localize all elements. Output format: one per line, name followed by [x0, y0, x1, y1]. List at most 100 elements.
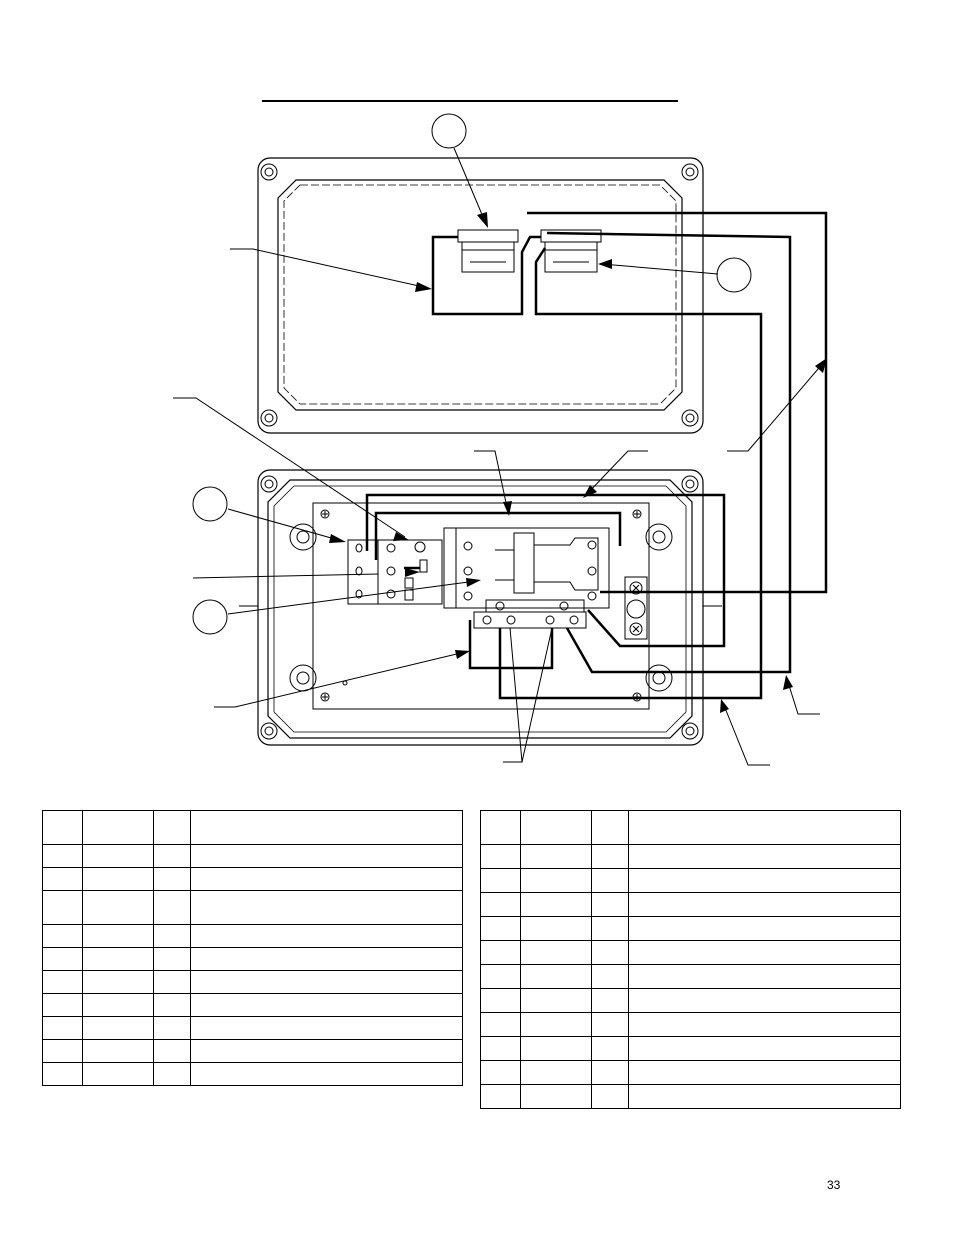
table-cell	[480, 868, 521, 893]
contactor	[443, 527, 610, 609]
parts-table-left	[42, 810, 463, 1086]
table-cell	[591, 1012, 629, 1037]
callout-circle	[431, 113, 467, 149]
table-row	[42, 993, 463, 1017]
cover-screw-icon	[681, 163, 699, 181]
table-cell	[520, 988, 592, 1013]
table-cell	[591, 964, 629, 989]
table-cell	[480, 892, 521, 917]
table-row	[480, 892, 901, 917]
base-wires	[365, 493, 726, 670]
table-cell	[82, 844, 154, 868]
table-cell	[153, 947, 191, 971]
table-cell	[628, 1012, 901, 1037]
leader-lines	[173, 147, 825, 766]
table-cell	[82, 993, 154, 1017]
table-row	[480, 1060, 901, 1085]
table-cell	[520, 1084, 592, 1109]
wiring-diagram	[173, 100, 828, 766]
table-cell	[42, 1039, 83, 1063]
base-enclosure	[239, 469, 722, 746]
table-cell	[480, 1012, 521, 1037]
table-header-row	[42, 810, 463, 845]
table-cell	[520, 868, 592, 893]
table-cell	[591, 916, 629, 941]
table-row	[42, 1016, 463, 1040]
table-cell	[480, 1060, 521, 1085]
table-cell	[520, 916, 592, 941]
table-cell	[520, 1036, 592, 1061]
table-row	[480, 1036, 901, 1061]
table-cell	[82, 867, 154, 891]
table-cell	[190, 844, 463, 868]
table-cell	[82, 947, 154, 971]
table-header-cell	[153, 810, 191, 845]
table-cell	[628, 916, 901, 941]
table-cell	[591, 940, 629, 965]
table-cell	[153, 1039, 191, 1063]
cover-screw-icon	[260, 409, 278, 427]
table-header-cell	[591, 810, 629, 845]
table-header-cell	[82, 810, 154, 845]
table-row	[480, 1012, 901, 1037]
table-cell	[628, 940, 901, 965]
table-cell	[628, 892, 901, 917]
table-header-row	[480, 810, 901, 845]
table-row	[480, 940, 901, 965]
table-row	[42, 947, 463, 971]
table-header-cell	[190, 810, 463, 845]
table-cell	[520, 844, 592, 869]
overload-block	[473, 599, 587, 629]
parts-table-right	[480, 810, 901, 1109]
cover-screw-icon	[681, 409, 699, 427]
table-cell	[190, 924, 463, 948]
table-cell	[82, 924, 154, 948]
callout-circle	[192, 486, 228, 522]
table-cell	[42, 993, 83, 1017]
push-button	[624, 576, 648, 640]
table-cell	[190, 1062, 463, 1086]
table-cell	[42, 844, 83, 868]
table-row	[42, 970, 463, 994]
table-cell	[42, 1016, 83, 1040]
callout-circles	[192, 113, 752, 635]
table-cell	[628, 1060, 901, 1085]
connector-right	[540, 229, 602, 273]
cover-wires	[431, 211, 828, 700]
table-row	[480, 916, 901, 941]
table-cell	[82, 1016, 154, 1040]
table-cell	[628, 844, 901, 869]
table-header-cell	[42, 810, 83, 845]
table-row	[42, 1062, 463, 1086]
table-cell	[628, 1084, 901, 1109]
table-row	[480, 868, 901, 893]
terminal-block	[347, 539, 443, 605]
table-header-cell	[628, 810, 901, 845]
table-cell	[591, 1060, 629, 1085]
table-cell	[591, 988, 629, 1013]
table-cell	[42, 890, 83, 925]
table-cell	[190, 970, 463, 994]
table-cell	[480, 940, 521, 965]
table-cell	[591, 892, 629, 917]
callout-circle	[716, 257, 752, 293]
table-cell	[153, 890, 191, 925]
table-row	[42, 867, 463, 891]
table-cell	[520, 964, 592, 989]
table-cell	[591, 844, 629, 869]
table-row	[480, 844, 901, 869]
table-cell	[591, 1036, 629, 1061]
table-cell	[42, 947, 83, 971]
table-cell	[190, 947, 463, 971]
table-cell	[82, 1039, 154, 1063]
table-row	[480, 964, 901, 989]
table-row	[480, 988, 901, 1013]
table-cell	[42, 924, 83, 948]
table-cell	[153, 924, 191, 948]
table-cell	[153, 844, 191, 868]
table-cell	[480, 916, 521, 941]
table-cell	[591, 1084, 629, 1109]
table-cell	[82, 890, 154, 925]
cover-screw-icon	[260, 163, 278, 181]
table-cell	[42, 867, 83, 891]
